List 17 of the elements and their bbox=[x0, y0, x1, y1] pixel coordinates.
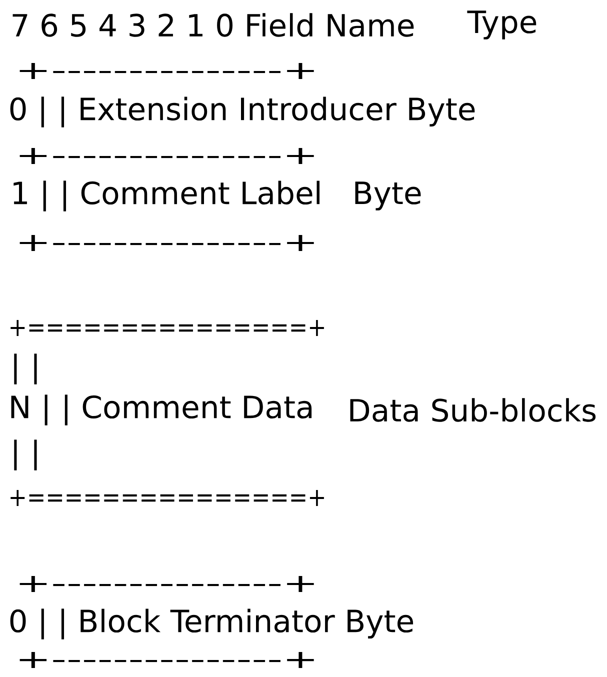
type-text: Byte bbox=[355, 182, 421, 210]
ascii-border: +---------------+ bbox=[20, 576, 314, 592]
ascii-border: +---------------+ bbox=[20, 63, 314, 79]
ascii-border: | | bbox=[14, 354, 37, 384]
field-row-text: 1 | | Comment Label bbox=[14, 180, 320, 212]
field-row-text: 0 | | Block Terminator Byte bbox=[10, 608, 414, 640]
ascii-border: +---------------+ bbox=[20, 148, 314, 164]
header-text: Type bbox=[467, 10, 536, 40]
field-row-text: N | | Comment Data bbox=[11, 394, 312, 426]
field-row-text: 0 | | Extension Introducer Byte bbox=[10, 96, 475, 128]
ascii-border: +===============+ bbox=[10, 320, 324, 336]
ascii-border: +---------------+ bbox=[20, 235, 314, 251]
ascii-border: +---------------+ bbox=[20, 652, 314, 668]
ascii-border: +===============+ bbox=[10, 490, 324, 506]
ascii-border: | | bbox=[14, 440, 37, 470]
type-text: Data Sub-blocks bbox=[350, 398, 596, 422]
header-text: 7 6 5 4 3 2 1 0 Field Name bbox=[12, 13, 414, 37]
